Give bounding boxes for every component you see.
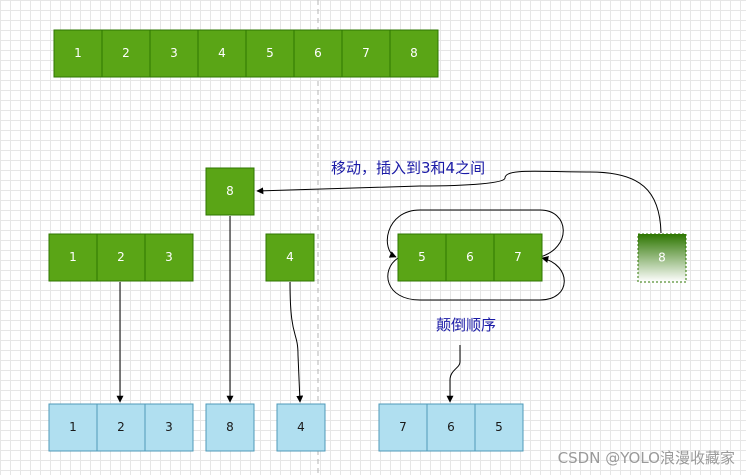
left-group: 1 2 3	[48, 233, 194, 282]
top-box-label: 1	[74, 46, 82, 60]
bottom-four-box: 4	[276, 403, 326, 452]
source-eight-box: 8	[637, 233, 687, 283]
bottom-eight-box: 8	[205, 403, 255, 452]
bottom-four-label: 4	[297, 420, 305, 434]
bottom-box: 6	[426, 403, 476, 452]
left-box: 1	[48, 233, 98, 282]
bottom-box-label: 1	[69, 420, 77, 434]
left-box-label: 1	[69, 250, 77, 264]
top-box: 2	[101, 29, 151, 78]
arrow-reverse-down	[446, 345, 461, 403]
middle-box: 5	[397, 233, 447, 282]
loop-top-arrow	[386, 209, 564, 258]
middle-group: 5 6 7	[397, 233, 543, 282]
moved-eight-label: 8	[226, 184, 234, 198]
bottom-box-label: 6	[447, 420, 455, 434]
bottom-box: 5	[474, 403, 524, 452]
source-eight-label: 8	[658, 251, 666, 265]
top-box: 5	[245, 29, 295, 78]
left-box-label: 2	[117, 250, 125, 264]
bottom-right-group: 7 6 5	[378, 403, 524, 452]
single-four-label: 4	[286, 250, 294, 264]
bottom-box-label: 5	[495, 420, 503, 434]
arrow-4-down	[289, 281, 304, 403]
top-box: 3	[149, 29, 199, 78]
top-box-label: 7	[362, 46, 370, 60]
top-box-label: 3	[170, 46, 178, 60]
top-box: 1	[53, 29, 103, 78]
bottom-box: 1	[48, 403, 98, 452]
top-box: 7	[341, 29, 391, 78]
left-box: 3	[144, 233, 194, 282]
moved-eight-box: 8	[205, 167, 255, 216]
bottom-left-group: 1 2 3	[48, 403, 194, 452]
bottom-box: 3	[144, 403, 194, 452]
top-box: 4	[197, 29, 247, 78]
bottom-box: 2	[96, 403, 146, 452]
middle-box-label: 6	[466, 250, 474, 264]
bottom-box-label: 3	[165, 420, 173, 434]
bottom-box-label: 2	[117, 420, 125, 434]
loop-bottom-arrow	[387, 256, 565, 301]
top-box-label: 8	[410, 46, 418, 60]
top-box-label: 6	[314, 46, 322, 60]
reverse-label: 颠倒顺序	[436, 316, 496, 334]
move-label: 移动，插入到3和4之间	[331, 159, 485, 177]
middle-box-label: 7	[514, 250, 522, 264]
middle-box-label: 5	[418, 250, 426, 264]
bottom-box-label: 7	[399, 420, 407, 434]
arrow-move-eight	[256, 170, 662, 234]
top-box-label: 2	[122, 46, 130, 60]
top-row: 1 2 3 4 5 6 7 8	[53, 29, 439, 78]
bottom-eight-label: 8	[226, 420, 234, 434]
left-box-label: 3	[165, 250, 173, 264]
middle-box: 7	[493, 233, 543, 282]
top-box: 8	[389, 29, 439, 78]
single-four-box: 4	[265, 233, 315, 282]
left-box: 2	[96, 233, 146, 282]
bottom-box: 7	[378, 403, 428, 452]
top-box-label: 4	[218, 46, 226, 60]
watermark-text: CSDN @YOLO浪漫收藏家	[558, 449, 735, 467]
top-box-label: 5	[266, 46, 274, 60]
top-box: 6	[293, 29, 343, 78]
middle-box: 6	[445, 233, 495, 282]
